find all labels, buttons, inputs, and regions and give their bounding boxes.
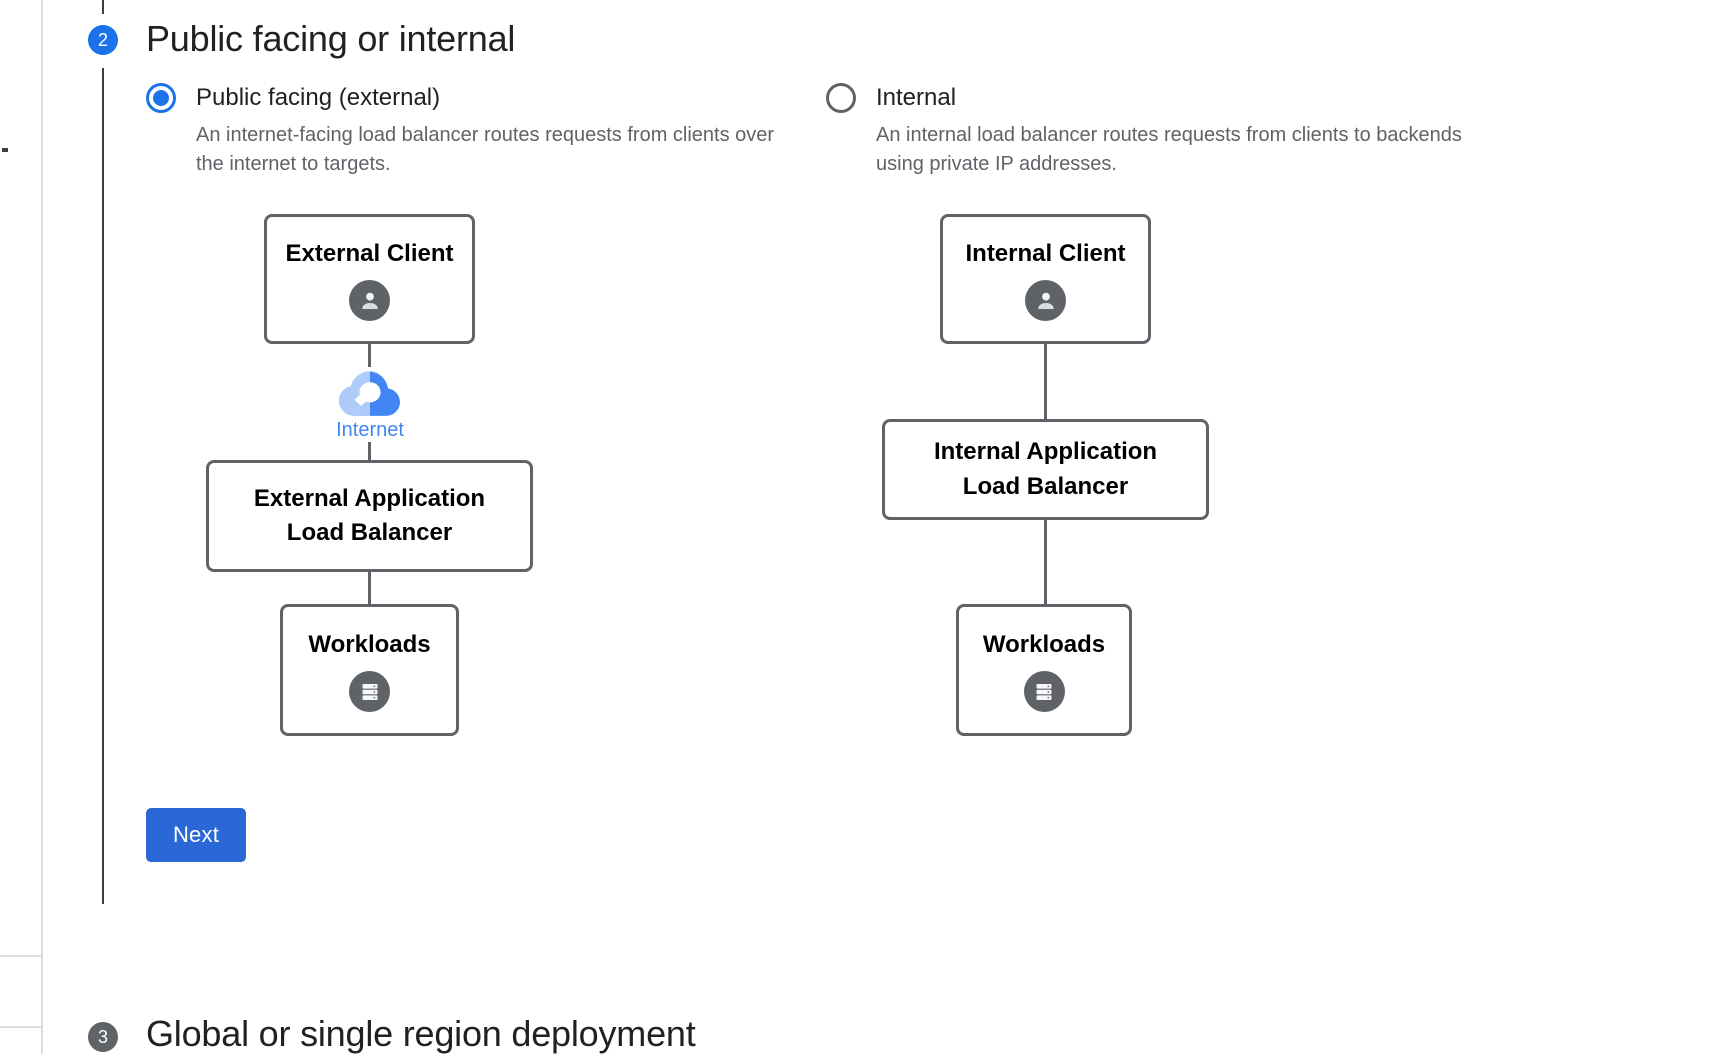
- internet-label: Internet: [336, 419, 404, 441]
- person-icon: [349, 280, 390, 322]
- node-external-client-title: External Client: [285, 239, 454, 267]
- option-internal[interactable]: Internal An internal load balancer route…: [826, 83, 1486, 178]
- connector-internal-lb-to-workloads: [1044, 520, 1047, 604]
- diagram-internal: Internal Client Internal Application Loa…: [826, 200, 1486, 760]
- diagram-external: External Client Internet External Applic…: [146, 200, 806, 760]
- step-3-badge: 3: [88, 1022, 118, 1052]
- radio-internal[interactable]: [826, 83, 856, 113]
- step-2-badge: 2: [88, 25, 118, 55]
- node-internal-workloads-title: Workloads: [982, 630, 1106, 658]
- google-cloud-icon: [339, 371, 400, 416]
- person-icon: [1025, 280, 1066, 322]
- sidebar-row-divider-1: [0, 955, 42, 957]
- node-external-load-balancer-line1: External Application: [253, 484, 486, 512]
- connector-internet-to-lb: [368, 425, 371, 460]
- option-internal-description: An internal load balancer routes request…: [876, 124, 1462, 175]
- connector-lb-to-workloads: [368, 572, 371, 604]
- node-internal-load-balancer-line1: Internal Application: [933, 438, 1158, 466]
- sidebar-marker: [2, 148, 8, 152]
- option-internal-label: Internal: [876, 84, 957, 111]
- option-public-facing-description: An internet-facing load balancer routes …: [196, 124, 775, 175]
- node-external-workloads: Workloads: [280, 604, 459, 736]
- option-public-facing[interactable]: Public facing (external) An internet-fac…: [146, 83, 806, 178]
- node-internal-workloads: Workloads: [956, 604, 1132, 736]
- node-internal-client-title: Internal Client: [965, 239, 1126, 267]
- connector-client-to-internet: [368, 344, 371, 370]
- next-button[interactable]: Next: [146, 808, 246, 862]
- node-external-load-balancer: External Application Load Balancer: [206, 460, 533, 572]
- node-external-client: External Client: [264, 214, 475, 344]
- stepper-connector: [102, 68, 104, 904]
- database-icon: [1023, 671, 1065, 713]
- option-public-facing-label: Public facing (external): [196, 84, 441, 111]
- node-internal-load-balancer: Internal Application Load Balancer: [882, 419, 1209, 520]
- node-internal-load-balancer-line2: Load Balancer: [962, 472, 1129, 500]
- stepper-connector-top: [102, 0, 104, 14]
- step-2-title: Public facing or internal: [146, 18, 516, 59]
- node-internal-client: Internal Client: [940, 214, 1151, 344]
- node-external-workloads-title: Workloads: [308, 630, 431, 658]
- radio-public-facing[interactable]: [146, 83, 176, 113]
- connector-internal-client-to-lb: [1044, 344, 1047, 419]
- database-icon: [349, 671, 390, 713]
- sidebar-row-divider-2: [0, 1026, 42, 1028]
- node-external-load-balancer-line2: Load Balancer: [286, 519, 453, 546]
- sidebar-divider: [41, 0, 43, 1054]
- internet-cloud: Internet: [328, 367, 412, 442]
- step-3-title: Global or single region deployment: [146, 1013, 696, 1054]
